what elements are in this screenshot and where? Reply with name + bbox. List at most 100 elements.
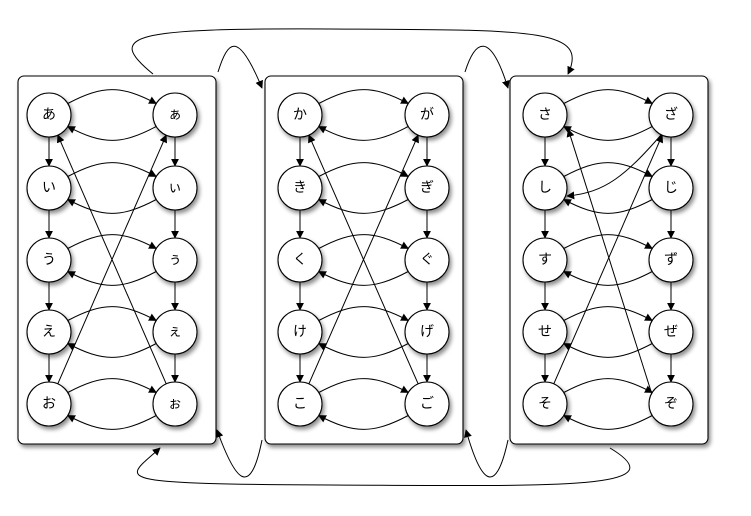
state-node-circle [152, 165, 198, 211]
ka-group-edge-h1-forward [318, 162, 409, 177]
state-node-circle [26, 381, 72, 427]
state-node: す [522, 237, 568, 283]
state-node: ぐ [404, 237, 450, 283]
a-group-edge-h0-back [67, 126, 157, 141]
ka-group-edge-diagonal-up-left [308, 134, 419, 385]
state-node-circle [404, 381, 450, 427]
sa-group-edge-h1-forward [563, 162, 653, 177]
state-node-circle [404, 237, 450, 283]
state-node-circle [277, 381, 323, 427]
state-node-circle [26, 237, 72, 283]
ka-group-edge-h4-back [318, 415, 409, 430]
state-node-label: ず [664, 252, 678, 268]
a-group-edge-h2-back [67, 271, 157, 286]
state-node-label: し [538, 180, 552, 196]
state-node-label: そ [538, 396, 552, 412]
state-node-label: ぐ [420, 252, 434, 268]
state-node-circle [277, 237, 323, 283]
state-node-label: ぜ [664, 324, 678, 340]
state-node: さ [522, 92, 568, 138]
state-node-circle [404, 92, 450, 138]
state-node: ぅ [152, 237, 198, 283]
state-node-label: が [420, 107, 434, 123]
state-node-label: ぁ [168, 107, 182, 123]
state-node: ご [404, 381, 450, 427]
a-group-edge-h3-back [67, 343, 157, 358]
state-node-label: く [293, 252, 307, 268]
edge-panel1-to-panel2 [217, 45, 263, 89]
state-node-label: お [42, 396, 56, 412]
state-node-circle [404, 165, 450, 211]
state-node-label: う [42, 252, 56, 268]
state-node-circle [26, 309, 72, 355]
ka-group-edge-h0-forward [318, 89, 409, 104]
edge-panel1-to-panel3 [131, 28, 575, 75]
sa-group-edge-h4-back [563, 415, 653, 430]
sa-group-edge-h3-back [563, 343, 653, 358]
state-node-circle [277, 309, 323, 355]
state-node-circle [152, 237, 198, 283]
state-node-circle [648, 92, 694, 138]
state-node: う [26, 237, 72, 283]
state-node-circle [277, 165, 323, 211]
state-node-label: い [42, 180, 56, 196]
state-node-label: ぎ [420, 180, 434, 196]
ka-group-edge-h2-back [318, 271, 409, 286]
state-node-label: げ [420, 324, 434, 340]
state-node: げ [404, 309, 450, 355]
state-node: お [26, 381, 72, 427]
a-group-edge-h0-forward [67, 89, 157, 104]
a-group-edge-diagonal-up-left [57, 134, 167, 385]
state-node-circle [648, 165, 694, 211]
edge-panel2-to-panel3 [464, 45, 510, 89]
state-node-label: さ [538, 107, 552, 123]
sa-group-edge-h1-back [563, 199, 653, 214]
state-node-label: あ [42, 107, 56, 123]
state-node: ぞ [648, 381, 694, 427]
sa-group-edge-h0-forward [563, 89, 653, 104]
state-node: じ [648, 165, 694, 211]
state-node-circle [522, 237, 568, 283]
ka-group-edge-h3-forward [318, 306, 409, 321]
state-node: え [26, 309, 72, 355]
state-node-label: え [42, 324, 56, 340]
state-node-label: こ [293, 396, 307, 412]
state-node-circle [648, 381, 694, 427]
ka-group-edge-h1-back [318, 199, 409, 214]
state-node-label: ざ [664, 106, 678, 123]
state-node-circle [648, 309, 694, 355]
a-group-edge-h1-forward [67, 162, 157, 177]
state-node-circle [522, 381, 568, 427]
state-node: く [277, 237, 323, 283]
state-node-label: ぉ [168, 396, 182, 412]
state-node-label: す [538, 252, 552, 268]
state-node: ず [648, 237, 694, 283]
panel-sa-group [509, 75, 709, 445]
ka-group-edge-h4-forward [318, 378, 409, 393]
state-node: こ [277, 381, 323, 427]
state-node-label: ご [420, 396, 434, 412]
sa-group-edge-diagonal-up-right [553, 134, 663, 385]
state-node-circle [277, 92, 323, 138]
sa-group-edge-h4-forward [563, 378, 653, 393]
state-node: ざ [648, 92, 694, 138]
state-node-circle [152, 309, 198, 355]
state-node: あ [26, 92, 72, 138]
state-node-label: ぞ [664, 396, 678, 412]
state-node: け [277, 309, 323, 355]
state-node-label: き [293, 180, 307, 196]
state-node-label: じ [664, 180, 678, 196]
edge-panel3-to-panel2 [464, 429, 509, 478]
state-node: ぇ [152, 309, 198, 355]
state-node-label: ぃ [168, 180, 182, 196]
sa-group-edge-h2-forward [563, 234, 653, 249]
state-node: ぃ [152, 165, 198, 211]
state-node: せ [522, 309, 568, 355]
state-node: い [26, 165, 72, 211]
a-group-edge-h1-back [67, 199, 157, 214]
sa-group-edge-h2-back [563, 271, 653, 286]
state-node: そ [522, 381, 568, 427]
a-group-edge-h3-forward [67, 306, 157, 321]
state-node: ぉ [152, 381, 198, 427]
edge-panel3-to-panel1 [136, 447, 631, 487]
